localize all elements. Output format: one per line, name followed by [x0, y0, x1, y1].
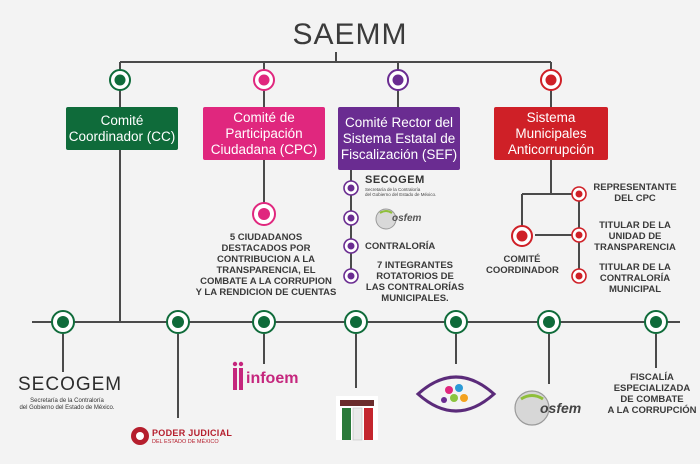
poder-judicial-seal	[131, 427, 149, 445]
box-sef: Comité Rector del Sistema Estatal de Fis…	[338, 107, 460, 170]
municipal-representante-cpc: REPRESENTANTE DEL CPC	[593, 182, 677, 204]
member-infoem: infoem	[246, 370, 299, 387]
node-cc-top	[109, 69, 131, 91]
municipal-titular-contraloria: TITULAR DE LA CONTRALORÍA MUNICIPAL	[599, 262, 671, 295]
osfem-logo-small	[375, 208, 397, 230]
tribunal-logo	[336, 396, 378, 441]
node-sef-3	[343, 238, 359, 254]
node-sef-4	[343, 268, 359, 284]
cpc-eye-logo	[415, 375, 497, 413]
node-member-secogem	[51, 310, 75, 334]
municipal-comite-coordinador: COMITÉ COORDINADOR	[486, 254, 559, 276]
node-member-tribunal	[344, 310, 368, 334]
node-municipal-coordinator	[511, 225, 533, 247]
node-sef-2	[343, 210, 359, 226]
node-municipal-contraloria	[571, 268, 587, 284]
member-poder-judicial-sub: DEL ESTADO DE MÉXICO	[152, 439, 219, 445]
node-member-osfem	[537, 310, 561, 334]
cpc-members-note: 5 CIUDADANOS DESTACADOS POR CONTRIBUCION…	[195, 232, 337, 298]
sef-osfem-label: osfem	[392, 213, 422, 224]
osfem-logo-bottom	[514, 390, 550, 426]
node-member-poder-judicial	[166, 310, 190, 334]
node-smac-top	[540, 69, 562, 91]
node-cpc-top	[253, 69, 275, 91]
box-comite-coordinador: Comité Coordinador (CC)	[66, 107, 178, 150]
box-cpc: Comité de Participación Ciudadana (CPC)	[203, 107, 325, 160]
member-osfem: osfem	[540, 400, 582, 416]
member-poder-judicial: PODER JUDICIAL	[152, 428, 233, 438]
node-municipal-transparencia	[571, 227, 587, 243]
infoem-logo-mark	[232, 361, 244, 390]
page-title: SAEMM	[292, 18, 408, 51]
sef-secogem-subtitle: Secretaría de la Contraloría del Gobiern…	[365, 187, 437, 197]
sef-integrantes: 7 INTEGRANTES ROTATORIOS DE LAS CONTRALO…	[365, 260, 465, 304]
box-sistema-municipales: Sistema Municipales Anticorrupción	[494, 107, 608, 160]
node-member-fiscalia	[644, 310, 668, 334]
member-secogem-subtitle: Secretaría de la Contraloría del Gobiern…	[19, 398, 115, 411]
node-cpc-members	[252, 202, 276, 226]
node-municipal-representante	[571, 186, 587, 202]
node-sef-top	[387, 69, 409, 91]
member-fiscalia: FISCALÍA ESPECIALIZADA DE COMBATE A LA C…	[607, 372, 697, 416]
municipal-titular-transparencia: TITULAR DE LA UNIDAD DE TRANSPARENCIA	[594, 220, 676, 253]
node-sef-1	[343, 180, 359, 196]
sef-contraloria: CONTRALORÍA	[365, 241, 436, 252]
member-secogem-title: SECOGEM	[18, 374, 123, 395]
sef-secogem-title: SECOGEM	[365, 174, 425, 186]
node-member-cpc	[444, 310, 468, 334]
node-member-infoem	[252, 310, 276, 334]
